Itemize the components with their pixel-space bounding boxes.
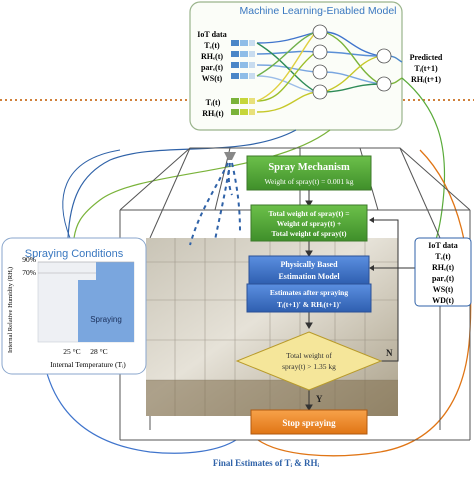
stop-spraying-label: Stop spraying	[282, 418, 336, 428]
conditions-region-label: Spraying	[90, 315, 122, 324]
ml-model-title: Machine Learning-Enabled Model	[239, 5, 396, 17]
physical-model-line1: Physically Based	[280, 260, 338, 269]
decision-line2: spray(t) > 1.35 kg	[282, 362, 336, 371]
ml-lower-bars	[231, 98, 255, 115]
ml-output-label: Predicted	[410, 53, 443, 62]
ml-input-te: Tₑ(t)	[204, 41, 220, 50]
ml-input-ws: WS(t)	[202, 74, 223, 83]
spray-weight-text: Weight of spray(t) = 0.001 kg	[264, 177, 353, 186]
stop-spraying-box	[250, 409, 368, 435]
conditions-ytick-90: 90%	[22, 255, 36, 264]
loop-arrow-n	[371, 219, 399, 362]
spray-mist	[189, 162, 241, 246]
connector-right-to-loop	[257, 149, 472, 457]
conditions-xtick-28: 28 °C	[90, 347, 107, 356]
estimates-line2: Tᵢ(t+1)' & RHᵢ(t+1)'	[277, 300, 341, 309]
estimates-box	[246, 283, 372, 313]
total-weight-line2: Weight of spray(t) +	[277, 219, 341, 228]
ml-input-pare: parₑ(t)	[201, 63, 223, 72]
iot-data-box	[414, 237, 472, 307]
iot-right-wd: WD(t)	[432, 296, 454, 305]
ml-output-ti: Tᵢ(t+1)	[414, 64, 438, 73]
total-weight-line3: Total weight of spray(t)	[272, 229, 347, 238]
connector-top-long	[62, 149, 121, 239]
connector-ml-to-conditions-green	[73, 129, 331, 239]
spray-mechanism-title: Spray Mechanism	[268, 162, 350, 173]
total-weight-line1: Total weight of spray(t) =	[268, 209, 349, 218]
connector-ml-to-conditions	[67, 129, 297, 239]
spraying-conditions-title: Spraying Conditions	[25, 248, 124, 260]
ml-input-rhi: RHᵢ(t)	[202, 109, 224, 118]
neural-network	[256, 31, 403, 113]
iot-right-title: IoT data	[428, 241, 457, 250]
nn-nodes	[312, 24, 392, 100]
iot-right-rhe: RHₑ(t)	[432, 263, 454, 272]
decision-yes-label: Y	[316, 394, 323, 404]
ml-input-rhe: RHₑ(t)	[201, 52, 223, 61]
estimates-line1: Estimates after spraying	[270, 288, 348, 297]
conditions-ytick-70: 70%	[22, 268, 36, 277]
ml-input-bars	[231, 40, 255, 79]
decision-diamond	[235, 331, 383, 391]
conditions-x-axis-label: Internal Temperature (Tᵢ)	[50, 360, 126, 369]
conditions-xtick-25: 25 °C	[63, 347, 80, 356]
physical-model-line2: Estimation Model	[278, 272, 340, 281]
loop-arrow-head	[369, 217, 374, 223]
spraying-region-top	[96, 262, 134, 280]
total-weight-box	[250, 204, 368, 242]
iot-right-te: Tₑ(t)	[435, 252, 451, 261]
flow-arrows	[305, 190, 313, 411]
iot-right-pare: parₑ(t)	[432, 274, 454, 283]
iot-arrow-head	[369, 265, 374, 271]
ml-input-iot: IoT data	[197, 30, 226, 39]
ml-output-rhi: RHᵢ(t+1)	[411, 75, 441, 84]
final-estimates-caption: Final Estimates of Tᵢ & RHᵢ	[213, 458, 320, 468]
spray-nozzle-icon	[224, 152, 236, 160]
iot-right-ws: WS(t)	[433, 285, 454, 294]
decision-line1: Total weight of	[286, 351, 332, 360]
spraying-region	[78, 280, 134, 342]
conditions-y-axis-label: Internal Relative Humidity (RHᵢ)	[7, 267, 14, 353]
decision-no-label: N	[386, 348, 393, 358]
ml-input-ti: Tᵢ(t)	[206, 98, 221, 107]
